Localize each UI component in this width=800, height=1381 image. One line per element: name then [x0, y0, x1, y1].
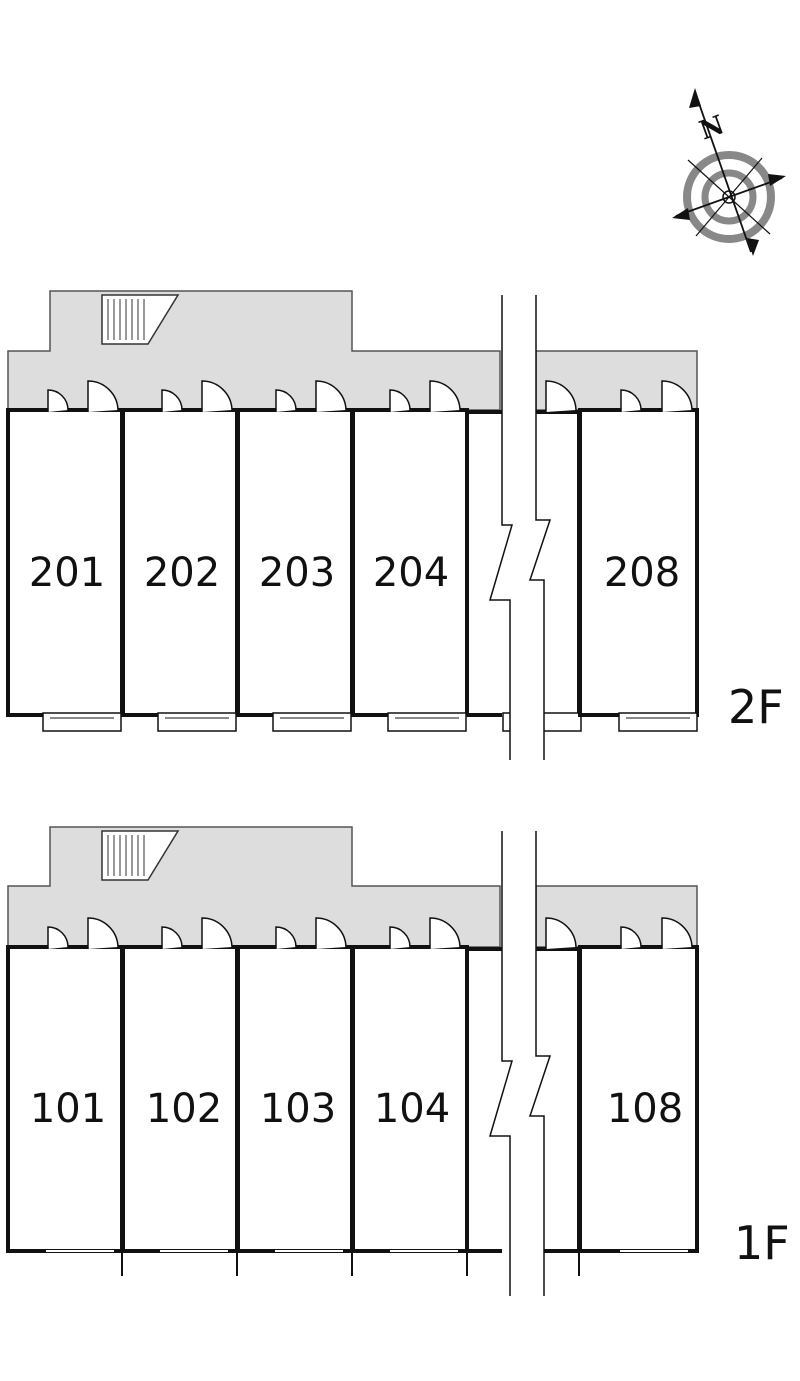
door-icon [201, 917, 233, 949]
door-icon [545, 380, 577, 412]
door-icon [315, 917, 347, 949]
door-icon [315, 380, 347, 412]
break-line-icon [488, 831, 552, 1296]
door-icon [545, 917, 577, 949]
staircase [101, 830, 180, 881]
door-icon [275, 926, 297, 949]
room-103: 103 [236, 917, 354, 1276]
door-icon [275, 389, 297, 412]
room-number: 108 [607, 1086, 683, 1132]
room-104: 104 [351, 917, 469, 1276]
door-icon [389, 389, 411, 412]
room-203: 203 [236, 380, 354, 732]
compass-rose-icon [672, 88, 786, 256]
room-101: 101 [6, 917, 124, 1276]
room-number: 104 [374, 1086, 450, 1132]
balcony [272, 712, 352, 732]
balcony [618, 712, 698, 732]
door-icon [429, 380, 461, 412]
door-icon [389, 926, 411, 949]
door-icon [161, 389, 183, 412]
floor-label: 2F [728, 680, 784, 734]
room-201: 201 [6, 380, 124, 732]
door-icon [87, 917, 119, 949]
room-number: 101 [30, 1086, 106, 1132]
floor-2f: 201 202 203 204 [6, 290, 784, 760]
room-102: 102 [121, 917, 239, 1276]
room-number: 201 [29, 550, 105, 596]
room-number: 103 [260, 1086, 336, 1132]
balcony [42, 712, 122, 732]
room-number: 204 [373, 550, 449, 596]
room-204: 204 [351, 380, 469, 732]
room-108: 108 [578, 917, 699, 1253]
door-icon [620, 389, 642, 412]
door-icon [201, 380, 233, 412]
door-icon [161, 926, 183, 949]
door-icon [87, 380, 119, 412]
room-number: 202 [144, 550, 220, 596]
north-label: N [696, 110, 729, 146]
balcony [157, 712, 237, 732]
room-208: 208 [578, 380, 699, 732]
staircase [101, 294, 180, 345]
door-icon [429, 917, 461, 949]
door-icon [661, 380, 693, 412]
door-icon [661, 917, 693, 949]
door-icon [47, 926, 69, 949]
door-icon [47, 389, 69, 412]
floor-1f: 101 102 103 104 [6, 826, 790, 1296]
door-icon [620, 926, 642, 949]
room-202: 202 [121, 380, 239, 732]
floor-label: 1F [734, 1216, 790, 1270]
compass: N [672, 88, 786, 256]
room-number: 208 [604, 550, 680, 596]
break-line-icon [488, 295, 552, 760]
balcony [387, 712, 467, 732]
room-number: 102 [146, 1086, 222, 1132]
room-number: 203 [259, 550, 335, 596]
